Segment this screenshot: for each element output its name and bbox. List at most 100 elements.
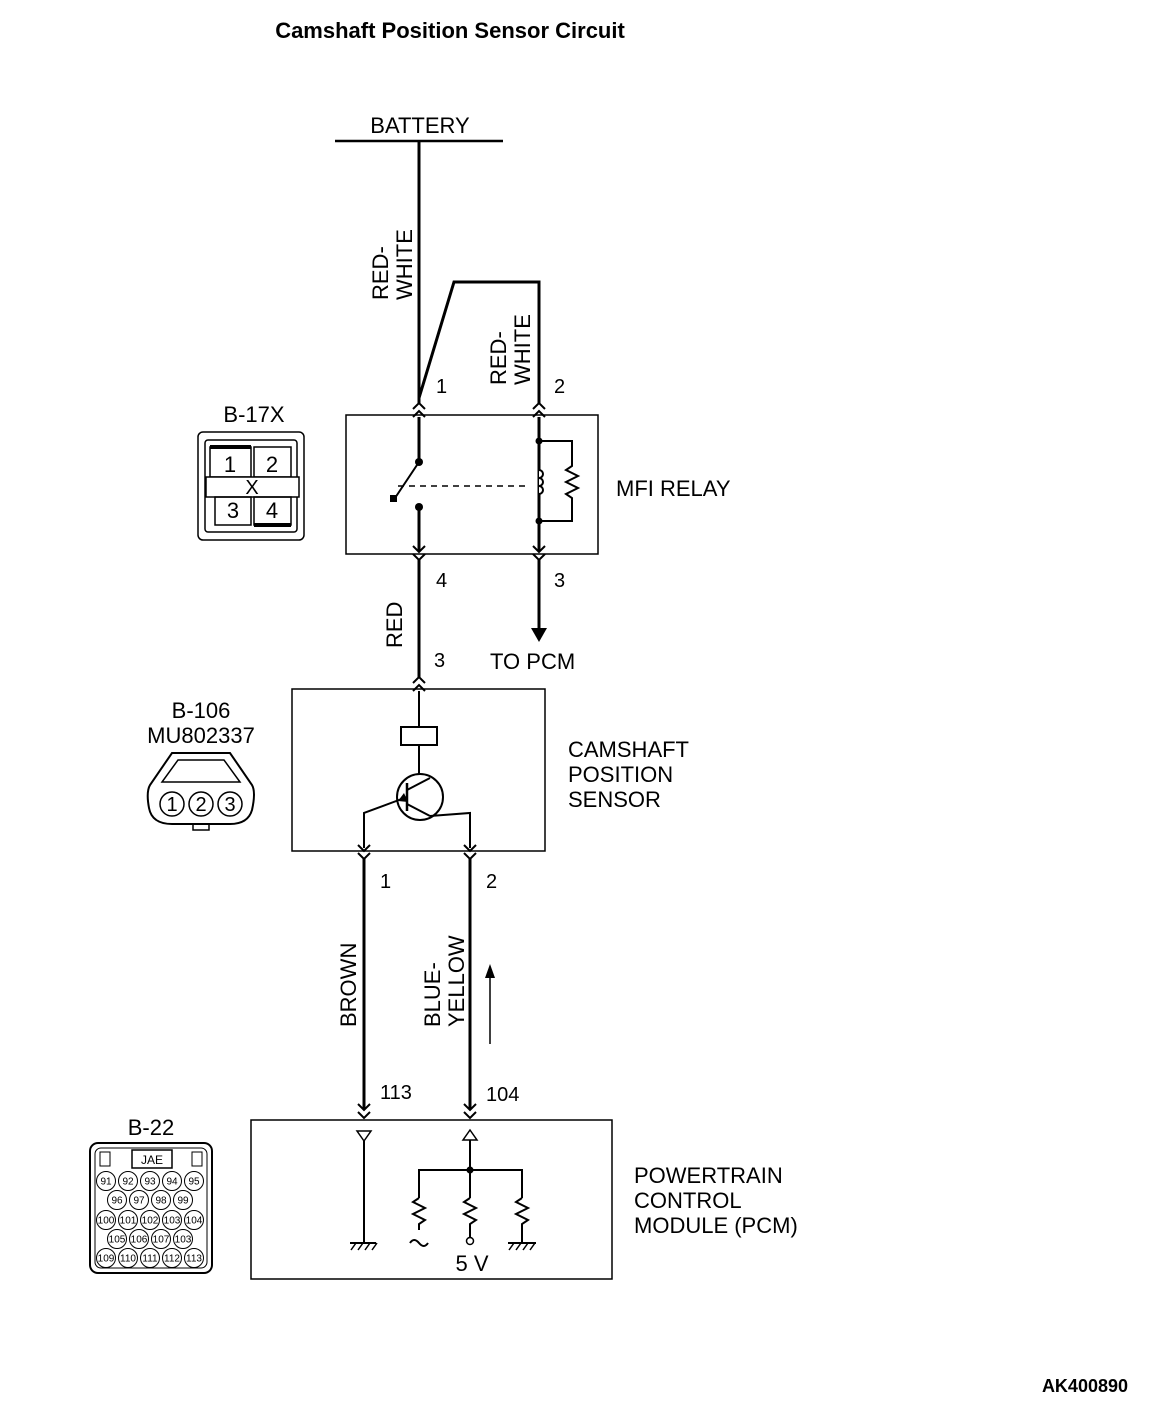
b17x-connector-icon: B-17X 1 2 X 3 4 bbox=[197, 402, 305, 541]
battery: BATTERY bbox=[335, 113, 503, 143]
wire-red-white-1-line1: RED- bbox=[368, 246, 393, 300]
signal-direction-arrow-icon bbox=[485, 964, 495, 1044]
b106-part-number: MU802337 bbox=[147, 723, 255, 748]
b22-pin-label: 112 bbox=[164, 1254, 180, 1265]
b22-pin-label: 92 bbox=[122, 1177, 134, 1188]
pcm-label-line3: MODULE (PCM) bbox=[634, 1213, 798, 1238]
b22-pin-label: 103 bbox=[175, 1235, 192, 1246]
b22-pin-label: 101 bbox=[120, 1216, 137, 1227]
b17x-label: B-17X bbox=[223, 402, 284, 427]
b106-connector-icon: B-106 MU802337 1 2 3 bbox=[146, 698, 255, 831]
to-pcm-arrow-icon bbox=[531, 628, 547, 642]
b22-pin-circle bbox=[96, 1171, 116, 1191]
wire-red: RED bbox=[382, 602, 407, 648]
b22-pin-circle bbox=[162, 1210, 182, 1230]
b22-pin-circle bbox=[96, 1210, 116, 1230]
pcm-5v-label: 5 V bbox=[455, 1251, 488, 1276]
pcm-label-line1: POWERTRAIN bbox=[634, 1163, 783, 1188]
sensor-pin-2: 2 bbox=[486, 871, 497, 893]
wire-label-red-white-2: RED- WHITE bbox=[486, 314, 535, 385]
b22-pin-circle bbox=[140, 1248, 160, 1268]
b17x-center: X bbox=[245, 477, 258, 499]
wire-red-white-1-line2: WHITE bbox=[392, 229, 417, 300]
b22-pin-circle bbox=[107, 1229, 127, 1249]
figure-code: AK400890 bbox=[1042, 1376, 1128, 1396]
wire-label-red-white-1: RED- WHITE bbox=[368, 229, 417, 300]
sensor-pcm-wires bbox=[362, 859, 472, 1110]
b22-pin-label: 105 bbox=[109, 1235, 126, 1246]
wire-brown: BROWN bbox=[336, 943, 361, 1027]
pcm-pin-104: 104 bbox=[486, 1084, 519, 1106]
b22-pin-circle bbox=[173, 1190, 193, 1210]
sensor-label-line2: POSITION bbox=[568, 762, 673, 787]
b22-pin-circle bbox=[162, 1248, 182, 1268]
relay-pin-1: 1 bbox=[436, 376, 447, 398]
b22-pin-circle bbox=[107, 1190, 127, 1210]
b22-pin-label: 96 bbox=[111, 1196, 123, 1207]
b22-pin-circle bbox=[173, 1229, 193, 1249]
b22-pin-circle bbox=[140, 1171, 160, 1191]
pcm-pin-113: 113 bbox=[380, 1082, 412, 1104]
b17x-cell-3: 3 bbox=[227, 498, 239, 523]
diagram-title: Camshaft Position Sensor Circuit bbox=[275, 18, 625, 43]
b22-pin-label: 106 bbox=[131, 1235, 148, 1246]
b22-pin-label: 94 bbox=[166, 1177, 178, 1188]
mfi-relay-label: MFI RELAY bbox=[616, 476, 731, 501]
b106-cell-3: 3 bbox=[224, 794, 235, 816]
battery-relay-wires bbox=[417, 141, 541, 404]
b22-pin-circle bbox=[129, 1229, 149, 1249]
b22-pin-circle bbox=[118, 1171, 138, 1191]
mfi-relay bbox=[345, 401, 599, 562]
pcm-label-line2: CONTROL bbox=[634, 1188, 742, 1213]
sensor-label-line3: SENSOR bbox=[568, 787, 661, 812]
b22-pin-label: 109 bbox=[98, 1254, 115, 1265]
b22-pin-label: 99 bbox=[177, 1196, 189, 1207]
sensor-pin-3: 3 bbox=[434, 650, 445, 672]
wire-blue-yellow-line2: YELLOW bbox=[444, 935, 469, 1027]
b22-pin-label: 107 bbox=[153, 1235, 170, 1246]
b22-pin-circle bbox=[129, 1190, 149, 1210]
b22-pin-circle bbox=[162, 1171, 182, 1191]
b22-pin-label: 97 bbox=[133, 1196, 145, 1207]
relay-output-wires bbox=[417, 560, 541, 678]
relay-pin-3: 3 bbox=[554, 570, 565, 592]
b17x-cell-1: 1 bbox=[224, 452, 236, 477]
b106-cell-1: 1 bbox=[166, 794, 177, 816]
b22-pin-circle bbox=[118, 1248, 138, 1268]
b22-pin-label: 98 bbox=[155, 1196, 167, 1207]
relay-pin-4: 4 bbox=[436, 570, 447, 592]
b22-maker: JAE bbox=[141, 1153, 163, 1167]
b22-pin-label: 104 bbox=[186, 1216, 203, 1227]
to-pcm-label: TO PCM bbox=[490, 649, 575, 674]
wire-red-white-2-line1: RED- bbox=[486, 331, 511, 385]
b22-pin-circle bbox=[151, 1229, 171, 1249]
b22-pin-label: 91 bbox=[100, 1177, 112, 1188]
b22-pin-circle bbox=[184, 1171, 204, 1191]
battery-label: BATTERY bbox=[370, 113, 470, 138]
b22-pin-circle bbox=[96, 1248, 116, 1268]
b22-pin-circle bbox=[151, 1190, 171, 1210]
sensor-pin-1: 1 bbox=[380, 871, 391, 893]
b22-pin-label: 103 bbox=[164, 1216, 181, 1227]
b22-pin-label: 111 bbox=[142, 1254, 158, 1265]
wire-blue-yellow-line1: BLUE- bbox=[420, 962, 445, 1027]
b106-label: B-106 bbox=[172, 698, 231, 723]
b22-pin-label: 100 bbox=[98, 1216, 115, 1227]
b22-pin-circle bbox=[184, 1248, 204, 1268]
b22-pin-circle bbox=[184, 1210, 204, 1230]
b22-pin-circle bbox=[118, 1210, 138, 1230]
b22-pin-label: 113 bbox=[186, 1254, 202, 1265]
b22-pin-circle bbox=[140, 1210, 160, 1230]
b17x-cell-2: 2 bbox=[266, 452, 278, 477]
b17x-cell-4: 4 bbox=[266, 498, 278, 523]
wire-red-white-2-line2: WHITE bbox=[510, 314, 535, 385]
pcm: 5 V bbox=[250, 1103, 613, 1280]
b106-cell-2: 2 bbox=[195, 794, 206, 816]
b22-pin-label: 102 bbox=[142, 1216, 159, 1227]
b22-pin-label: 93 bbox=[144, 1177, 156, 1188]
b22-pin-label: 110 bbox=[120, 1254, 136, 1265]
b22-label: B-22 bbox=[128, 1115, 174, 1140]
